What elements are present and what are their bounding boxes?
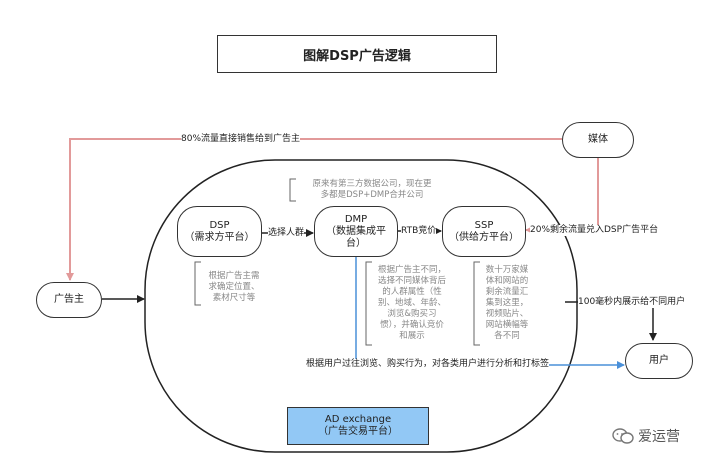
node-advertiser-label: 广告主 — [54, 294, 84, 305]
label-show-100ms: 100毫秒内展示给不同用户 — [578, 297, 686, 308]
note-line: 数十万家媒 — [485, 265, 529, 275]
note-line: 素材尺寸等 — [212, 293, 256, 303]
note-line: 视频贴片、 — [485, 309, 529, 319]
note-bracket-dmp-top — [289, 178, 296, 202]
node-user-label: 用户 — [649, 355, 669, 366]
note-line: 多都是DSP+DMP合并公司 — [320, 190, 424, 200]
node-dmp-sub2: 台） — [346, 237, 366, 249]
note-line: 选择不同媒体背后 — [377, 276, 446, 286]
note-bracket-ssp — [473, 261, 480, 346]
note-line: 各不同 — [494, 331, 520, 341]
node-adx: AD exchange （广告交易平台） — [287, 407, 429, 445]
node-ssp-name: SSP — [474, 219, 494, 231]
note-line: 的人群属性（性 — [382, 287, 442, 297]
note-line: 和展示 — [399, 331, 425, 341]
node-dmp-name: DMP — [344, 213, 368, 225]
node-dsp: DSP （需求方平台） — [177, 206, 262, 257]
note-line: 剩余流量汇 — [485, 287, 529, 297]
wechat-icon — [612, 428, 634, 444]
note-line: 体和网站的 — [485, 276, 529, 286]
label-direct-sale: 80%流量直接销售给到广告主 — [181, 134, 301, 145]
diagram-title: 图解DSP广告逻辑 — [217, 35, 497, 73]
node-ssp: SSP （供给方平台） — [442, 206, 526, 257]
edge-remaining — [525, 157, 599, 234]
node-dsp-name: DSP — [209, 219, 230, 231]
note-line: 根据广告主需 — [208, 271, 260, 281]
note-line: 浏览&购买习 — [387, 309, 437, 319]
note-line: 惯），并确认竞价 — [380, 320, 444, 330]
edge-direct-sale — [66, 138, 562, 281]
node-ssp-sub: （供给方平台） — [449, 231, 519, 243]
node-media-label: 媒体 — [588, 134, 608, 145]
label-select-crowd: 选择人群 — [268, 228, 305, 239]
note-line: 集到这里， — [485, 298, 529, 308]
note-bracket-dmp — [365, 261, 372, 346]
node-adx-name: AD exchange — [324, 414, 392, 425]
node-dmp-sub1: （数据集成平 — [326, 225, 386, 237]
node-dsp-sub: （需求方平台） — [184, 231, 255, 243]
note-dmp: 根据广告主不同， 选择不同媒体背后 的人群属性（性 别、地域、年龄、 浏览&购买… — [370, 265, 454, 342]
note-ssp: 数十万家媒 体和网站的 剩余流量汇 集到这里， 视频贴片、 网站横幅等 各不同 — [478, 265, 536, 342]
note-dmp-top: 原来有第三方数据公司，现在更 多都是DSP+DMP合并公司 — [298, 179, 446, 201]
note-line: 求确定位置、 — [208, 282, 260, 292]
note-line: 原来有第三方数据公司，现在更 — [312, 179, 432, 189]
watermark: 爱运营 — [612, 426, 680, 446]
label-remaining: 20%剩余流量兑入DSP广告平台 — [530, 225, 659, 236]
platform-boundary — [144, 159, 578, 453]
note-line: 别、地域、年龄、 — [377, 298, 446, 308]
note-line: 网站横幅等 — [485, 320, 529, 330]
node-adx-sub: （广告交易平台） — [318, 426, 398, 437]
note-dsp: 根据广告主需 求确定位置、 素材尺寸等 — [200, 271, 268, 304]
node-advertiser: 广告主 — [36, 282, 102, 318]
label-rtb: RTB竞价 — [401, 226, 437, 237]
node-user: 用户 — [625, 343, 693, 379]
note-line: 根据广告主不同， — [377, 265, 446, 275]
note-bracket-dsp — [194, 261, 201, 306]
node-media: 媒体 — [562, 122, 634, 158]
label-analyze: 根据用户过往浏览、购买行为，对各类用户进行分析和打标签 — [306, 359, 550, 370]
watermark-text: 爱运营 — [638, 429, 680, 445]
node-dmp: DMP （数据集成平 台） — [314, 206, 398, 257]
